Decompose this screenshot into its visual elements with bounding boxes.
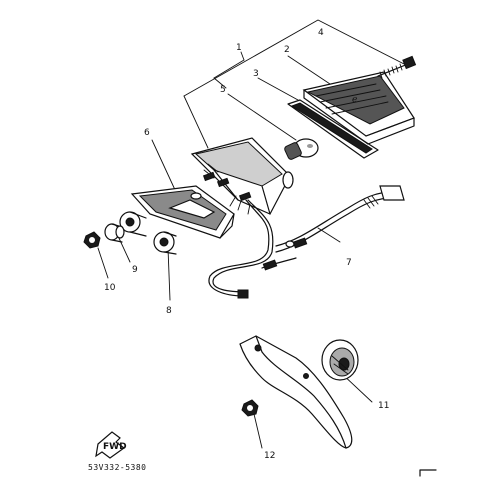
lens-screw (377, 55, 417, 79)
group-bracket-lines (183, 19, 409, 149)
hex-nut-12 (241, 399, 259, 417)
mount-studs (202, 171, 252, 202)
taillight-bracket (130, 185, 235, 239)
callout-5: 5 (220, 85, 226, 95)
callout-3: 3 (253, 69, 259, 79)
callout-4: 4 (318, 28, 324, 38)
tail-lens: ℯ (302, 71, 415, 145)
leader-lines (97, 55, 373, 449)
lens-gasket (287, 99, 379, 159)
callout-labels: 1 2 3 4 5 6 7 8 9 10 11 12 (104, 28, 389, 461)
callout-1: 1 (236, 43, 242, 53)
taillight-housing (190, 137, 294, 215)
part-code: 53V332-5380 (88, 463, 146, 472)
wire-harness (208, 185, 405, 299)
fwd-label: FWD (103, 442, 127, 452)
reflector (321, 339, 359, 381)
callout-7: 7 (346, 258, 352, 268)
callout-10: 10 (104, 283, 116, 293)
callout-12: 12 (264, 451, 275, 461)
callout-8: 8 (166, 306, 172, 316)
callout-11: 11 (378, 401, 389, 411)
corner-mark (419, 469, 437, 477)
tail-bulb (284, 138, 319, 160)
damper-grommets (119, 211, 177, 255)
license-bracket (239, 335, 353, 449)
hex-nut-10 (83, 231, 101, 249)
svg-text:ℯ: ℯ (352, 95, 357, 105)
collar (104, 223, 125, 243)
callout-2: 2 (284, 45, 290, 55)
callout-9: 9 (132, 265, 138, 275)
fwd-arrow: FWD (95, 431, 127, 459)
callout-6: 6 (144, 128, 150, 138)
